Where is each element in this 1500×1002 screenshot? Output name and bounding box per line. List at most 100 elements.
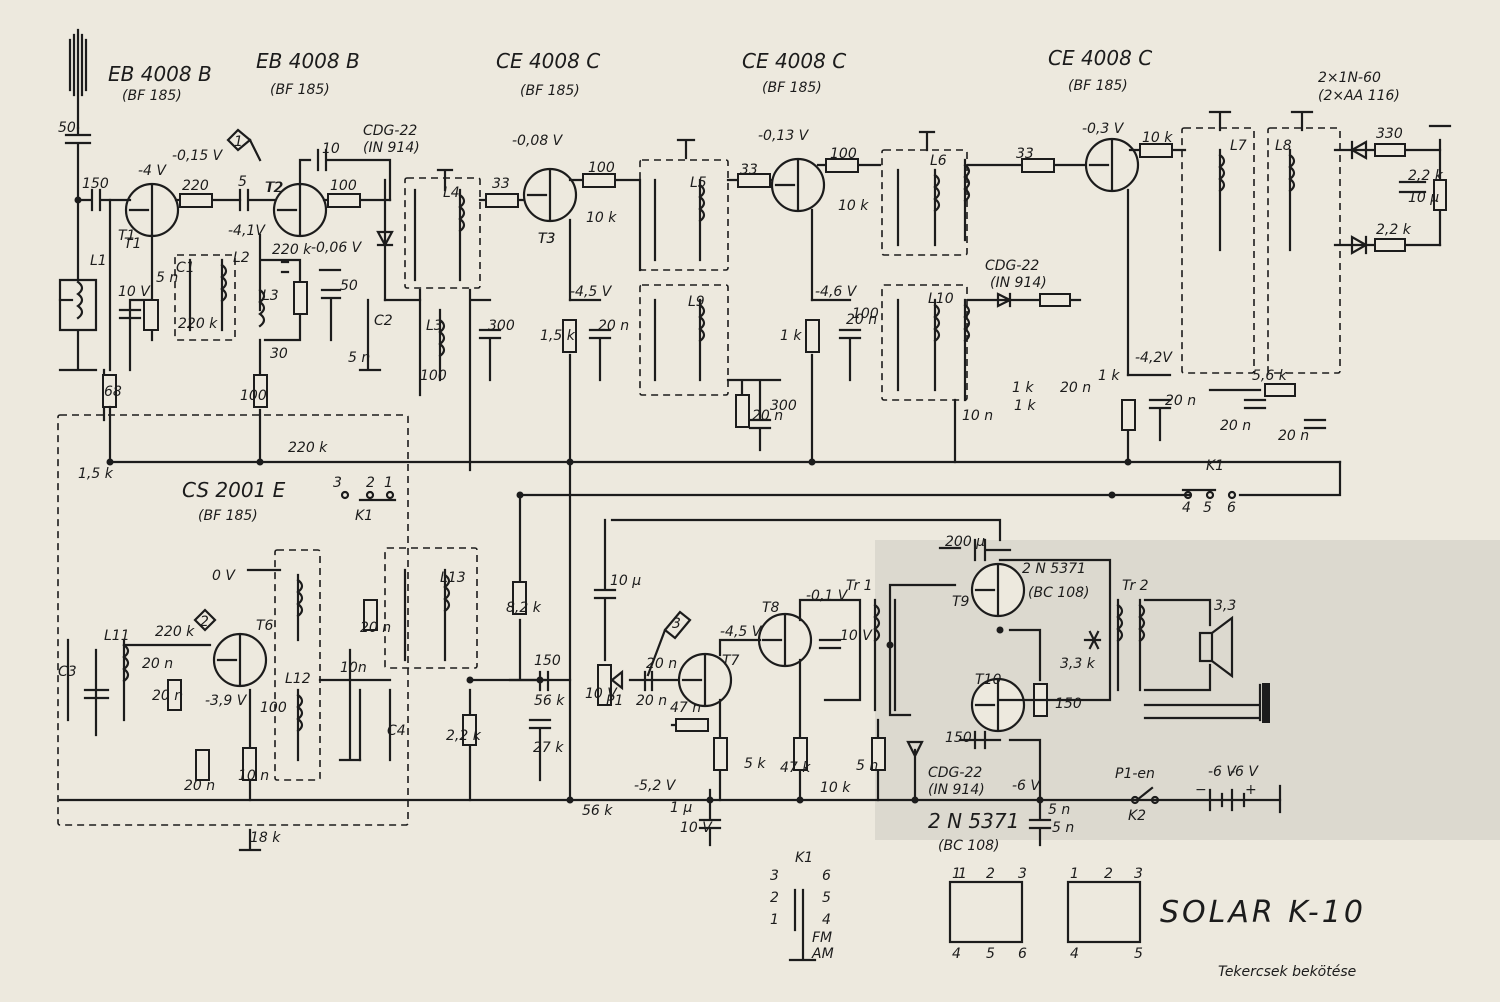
value-32: 20 n	[598, 318, 629, 334]
value-23: 220 k	[272, 242, 312, 258]
output-voltage-label: -6 V	[1012, 778, 1041, 794]
supply-bus	[58, 460, 1342, 802]
value-60: 27 k	[533, 740, 564, 756]
designator-2: T3	[538, 231, 555, 247]
designator-15: L7	[1230, 138, 1247, 154]
legend-k1: K1	[795, 850, 813, 866]
model-title: SOLAR K-10	[1160, 895, 1366, 930]
legend-l1: 3	[770, 868, 779, 884]
legend-r2: 5	[822, 890, 831, 906]
junction-dot	[808, 458, 816, 466]
t3-collector-voltage: -0,08 V	[512, 133, 564, 149]
coil-pin-a_bottom-2: 6	[1018, 946, 1027, 962]
designator-7: T10	[975, 672, 1001, 688]
value-76: 5 n	[856, 758, 878, 774]
t4-type: CE 4008 C	[742, 49, 846, 73]
det-type: 2×1N-60	[1318, 70, 1381, 86]
value-72: 200 µ	[945, 534, 985, 550]
legend-am: AM	[811, 946, 834, 962]
supply-voltage-label: -5,2 V	[634, 778, 677, 794]
junction-dot	[256, 458, 264, 466]
t2-collector-voltage: -0,06 V	[311, 240, 363, 256]
t1-collector-voltage: -0,15 V	[172, 148, 224, 164]
designator-10: L3	[262, 288, 279, 304]
junction-dot	[1124, 458, 1132, 466]
value-22: 220 k	[178, 316, 218, 332]
d2-equiv: (IN 914)	[990, 275, 1047, 291]
coil-pin-b_top-1: 2	[1104, 866, 1113, 882]
t2-base-voltage: -4,1V	[228, 223, 266, 239]
k1-pin-1: 1	[384, 475, 393, 491]
coil-caption: Tekercsek bekötése	[1218, 964, 1356, 980]
battery-voltage: -6 V	[1208, 764, 1237, 780]
legend-r3: 4	[822, 912, 831, 928]
t2-equiv: (BF 185)	[270, 82, 330, 98]
junction-dot	[796, 796, 804, 804]
value-10: 33	[740, 162, 758, 178]
value-15: 10 k	[1142, 130, 1173, 146]
value-43: 300	[770, 398, 797, 414]
value-63: 10 V	[585, 686, 618, 702]
value-78: 5 n	[1052, 820, 1074, 836]
legend-l2: 2	[770, 890, 779, 906]
t4-equiv: (BF 185)	[762, 80, 822, 96]
designator-18: L10	[928, 291, 954, 307]
junction-dot	[911, 796, 919, 804]
t3-equiv: (BF 185)	[520, 83, 580, 99]
t5-emitter-voltage: -4,2V	[1135, 350, 1173, 366]
switch-legend: K1 3 2 1 6 5 4 FM AM	[770, 850, 834, 962]
value-69: 10 V	[680, 820, 713, 836]
value-11: 33	[1016, 146, 1034, 162]
t4-emitter-voltage: -4,6 V	[815, 284, 858, 300]
battery-plus: +	[1245, 782, 1257, 798]
marker-2-label: 2	[200, 614, 209, 630]
t1-stage: -4 V -0,15 V T1	[58, 148, 242, 464]
l4-stage: CDG-22 (IN 914)	[358, 123, 532, 472]
value-6: 100	[588, 160, 615, 176]
coil-pin-a_top-0: 1	[952, 866, 961, 882]
value-31: 1,5 k	[540, 328, 576, 344]
t3-emitter-voltage: -4,5 V	[570, 284, 613, 300]
coil-pin-a_top-2: 3	[1018, 866, 1027, 882]
value-38: 20 n	[1165, 393, 1196, 409]
power-switch-label: P1-en	[1115, 766, 1155, 782]
value-33: 1 k	[780, 328, 802, 344]
value-21: 5 n	[156, 270, 178, 286]
designator-13: L5	[690, 175, 707, 191]
t1-type: EB 4008 B	[108, 62, 212, 86]
value-2: 220	[182, 178, 209, 194]
junction-dot	[516, 491, 524, 499]
af-preamp: -4,5 V -0,1 V -5,2 V 3	[508, 493, 1002, 847]
value-8: 100	[420, 368, 447, 384]
fm-oscillator: 0 V -3,9 V CS 2001 E (BF 185) 2	[57, 414, 547, 852]
value-64: 20 n	[646, 656, 677, 672]
value-59: 56 k	[534, 693, 565, 709]
t6-type: CS 2001 E	[182, 478, 286, 502]
k1-pin-3: 3	[333, 475, 342, 491]
designator-17: L9	[688, 294, 705, 310]
value-26: 5 n	[348, 350, 370, 366]
legend-l3: 1	[770, 912, 779, 928]
designator-22: C1	[176, 260, 195, 276]
designator-5: T8	[762, 600, 780, 616]
legend-fm: FM	[812, 930, 832, 946]
t4-collector-voltage: -0,13 V	[758, 128, 810, 144]
t8-collector-voltage: -0,1 V	[806, 588, 849, 604]
junction-dot	[536, 676, 544, 684]
k1-pin-2: 2	[366, 475, 375, 491]
t6-equiv: (BF 185)	[198, 508, 258, 524]
t10-equiv: (BC 108)	[938, 838, 999, 854]
value-25: 30	[270, 346, 288, 362]
designator-27: Tr 2	[1122, 578, 1149, 594]
value-46: 220 k	[288, 440, 328, 456]
det-equiv: (2×AA 116)	[1318, 88, 1400, 104]
value-37: 1 k	[1098, 368, 1120, 384]
battery-rail-voltage: -6 V	[1230, 764, 1259, 780]
junction-dot	[996, 626, 1004, 634]
value-36: 20 n	[1060, 380, 1091, 396]
value-30: 1,5 k	[78, 466, 114, 482]
junction-dot	[566, 796, 574, 804]
value-68: 1 µ	[670, 800, 692, 816]
